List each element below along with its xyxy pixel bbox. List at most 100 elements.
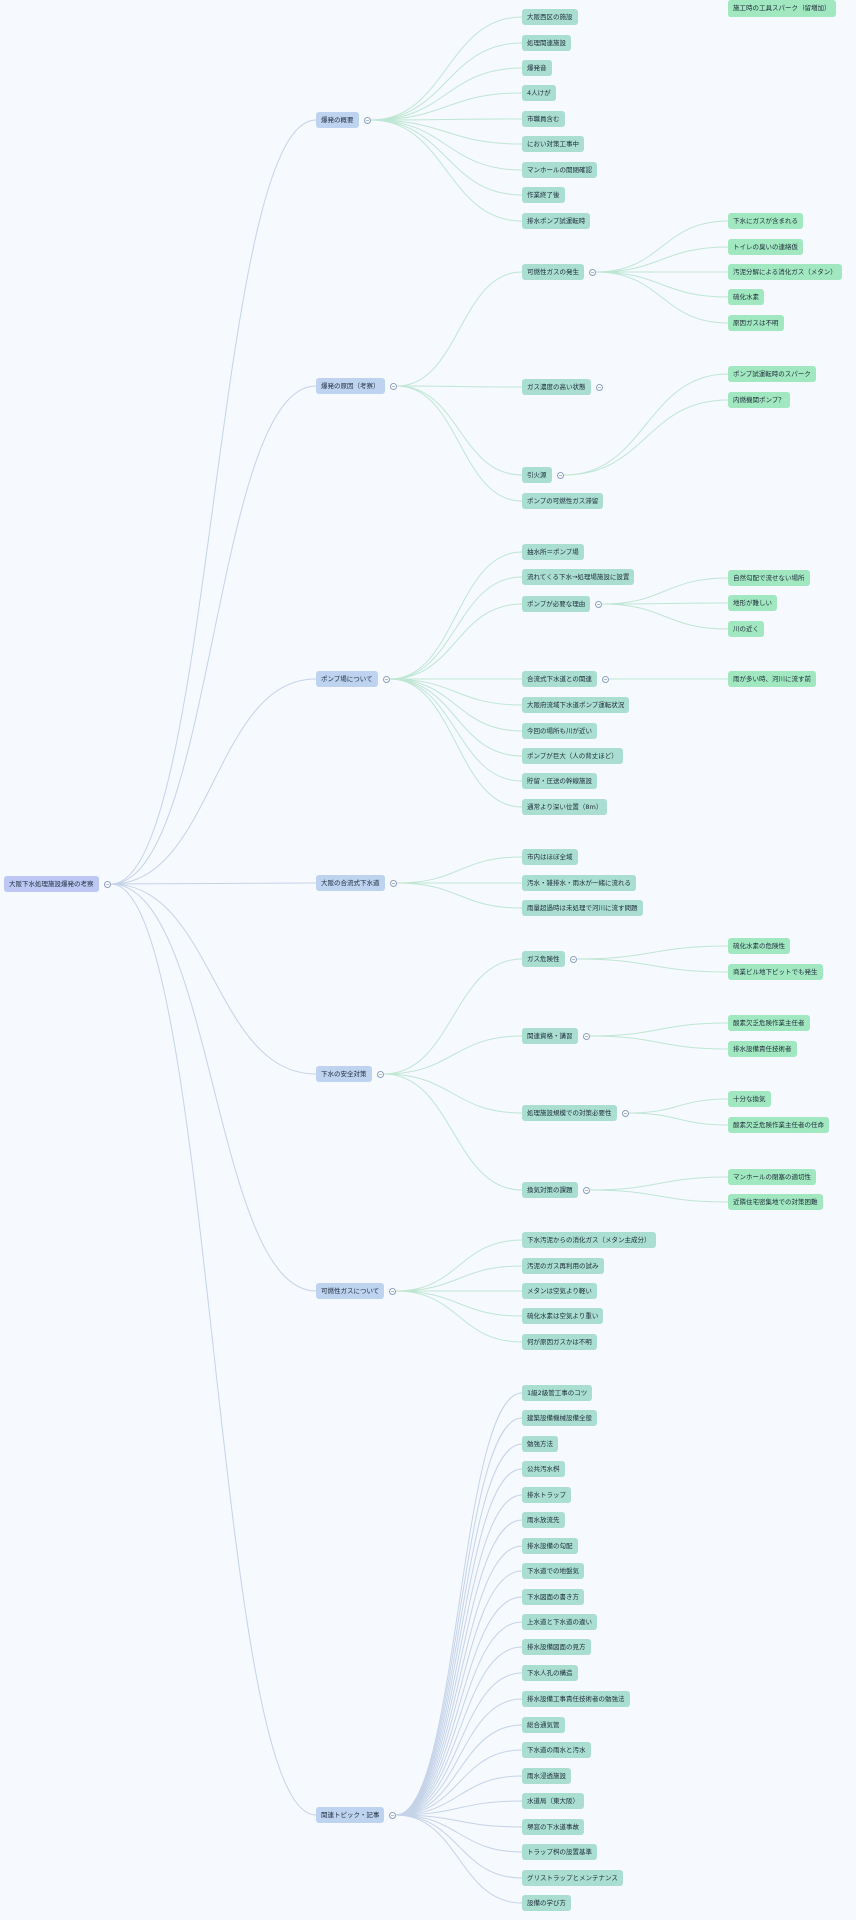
branch-node-2-collapse-toggle[interactable]: − xyxy=(390,382,397,390)
topic-node-6-2[interactable]: 汚泥のガス再利用の試み xyxy=(522,1257,604,1274)
branch-node-7-collapse-toggle[interactable]: − xyxy=(389,1811,396,1819)
topic-node-7-14[interactable]: 総合通気管 xyxy=(522,1716,565,1733)
topic-node-7-21[interactable]: 設備の学び方 xyxy=(522,1894,571,1911)
topic-node-7-17[interactable]: 水道局（東大阪） xyxy=(522,1792,584,1809)
topic-node-7-8[interactable]: 下水道での地盤気 xyxy=(522,1562,584,1579)
topic-node-1-4[interactable]: 4人けが xyxy=(522,84,556,101)
topic-node-1-2[interactable]: 処理関連施設 xyxy=(522,34,571,51)
leaf-node-3-3-2[interactable]: 地形が難しい xyxy=(728,594,777,611)
topic-node-2-2-collapse-toggle[interactable]: − xyxy=(596,383,603,391)
topic-node-1-6[interactable]: におい対策工事中 xyxy=(522,135,584,152)
topic-node-1-8[interactable]: 作業終了後 xyxy=(522,186,565,203)
topic-node-7-4[interactable]: 公共汚水桝 xyxy=(522,1460,565,1477)
topic-node-3-5[interactable]: 大阪府流域下水道ポンプ運転状況 xyxy=(522,696,630,713)
topic-node-2-3[interactable]: 引火源 xyxy=(522,466,552,483)
topic-node-5-1[interactable]: ガス危険性 xyxy=(522,950,565,967)
topic-node-6-3[interactable]: メタンは空気より軽い xyxy=(522,1282,597,1299)
leaf-node-5-3-1[interactable]: 十分な換気 xyxy=(728,1090,771,1107)
topic-node-3-2[interactable]: 流れてくる下水→処理場施設に設置 xyxy=(522,568,635,585)
topic-node-7-3[interactable]: 勉強方法 xyxy=(522,1435,558,1452)
topic-node-6-1[interactable]: 下水汚泥からの消化ガス（メタン主成分） xyxy=(522,1231,656,1248)
topic-node-7-16[interactable]: 雨水浸透施設 xyxy=(522,1767,571,1784)
branch-node-6[interactable]: 可燃性ガスについて xyxy=(316,1282,385,1299)
topic-node-3-7[interactable]: ポンプが巨大（人の背丈ほど） xyxy=(522,747,623,764)
topic-node-5-1-collapse-toggle[interactable]: − xyxy=(570,955,577,963)
topic-node-5-3[interactable]: 処理施設規模での対策必要性 xyxy=(522,1104,617,1121)
topic-node-6-4[interactable]: 硫化水素は空気より重い xyxy=(522,1307,604,1324)
topic-node-7-6[interactable]: 雨水放流先 xyxy=(522,1511,565,1528)
branch-node-7[interactable]: 関連トピック・記事 xyxy=(316,1806,385,1823)
topic-node-3-6[interactable]: 今回の場所も川が近い xyxy=(522,722,597,739)
leaf-node-2-1-2[interactable]: トイレの臭いの連絡仮 xyxy=(728,238,803,255)
topic-node-7-18[interactable]: 堺窓の下水道事故 xyxy=(522,1818,584,1835)
branch-node-3[interactable]: ポンプ場について xyxy=(316,670,378,687)
topic-node-3-3[interactable]: ポンプが必要な理由 xyxy=(522,595,591,612)
topic-node-7-5[interactable]: 排水トラップ xyxy=(522,1486,571,1503)
root-node-collapse-toggle[interactable]: − xyxy=(104,880,111,888)
branch-node-1-collapse-toggle[interactable]: − xyxy=(364,116,371,124)
leaf-node-2-3-2[interactable]: 内燃機関ポンプ？ xyxy=(728,391,790,408)
leaf-node-2-3-3[interactable]: 施工時の工具スパーク xyxy=(728,0,803,17)
topic-node-7-10[interactable]: 上水道と下水道の違い xyxy=(522,1613,597,1630)
topic-node-7-12[interactable]: 下水人孔の構造 xyxy=(522,1664,578,1681)
topic-node-5-2[interactable]: 関連資格・講習 xyxy=(522,1027,578,1044)
topic-node-5-4[interactable]: 換気対策の課題 xyxy=(522,1181,578,1198)
topic-node-3-4-collapse-toggle[interactable]: − xyxy=(602,675,609,683)
leaf-node-2-1-3[interactable]: 汚泥分解による消化ガス（メタン） xyxy=(728,263,842,280)
topic-node-3-9[interactable]: 通常より深い位置（8m） xyxy=(522,798,608,815)
topic-node-7-20[interactable]: グリストラップとメンテナンス xyxy=(522,1869,623,1886)
topic-node-7-9[interactable]: 下水図面の書き方 xyxy=(522,1588,584,1605)
leaf-node-5-4-2[interactable]: 近隣住宅密集地での対策困難 xyxy=(728,1193,823,1210)
branch-node-5-collapse-toggle[interactable]: − xyxy=(377,1070,384,1078)
leaf-node-3-4-1[interactable]: 雨が多い時、河川に流す前 xyxy=(728,670,816,687)
topic-node-7-1[interactable]: 1級2級管工事のコツ xyxy=(522,1384,593,1401)
branch-node-1[interactable]: 爆発の概要 xyxy=(316,111,359,128)
topic-node-2-3-collapse-toggle[interactable]: − xyxy=(557,471,564,479)
topic-node-5-4-collapse-toggle[interactable]: − xyxy=(583,1186,590,1194)
topic-node-2-2[interactable]: ガス濃度の高い状態 xyxy=(522,378,591,395)
leaf-node-3-3-3[interactable]: 川の近く xyxy=(728,620,764,637)
topic-node-4-2[interactable]: 汚水・雑排水・雨水が一緒に流れる xyxy=(522,874,636,891)
leaf-node-5-2-2[interactable]: 排水設備責任技術者 xyxy=(728,1040,797,1057)
topic-node-5-2-collapse-toggle[interactable]: − xyxy=(583,1032,590,1040)
branch-node-5[interactable]: 下水の安全対策 xyxy=(316,1065,372,1082)
topic-node-1-9[interactable]: 排水ポンプ試運転時 xyxy=(522,212,591,229)
topic-node-2-1[interactable]: 可燃性ガスの発生 xyxy=(522,263,584,280)
branch-node-2[interactable]: 爆発の原因（考察） xyxy=(316,377,385,394)
topic-node-7-7[interactable]: 排水設備の勾配 xyxy=(522,1537,578,1554)
leaf-node-5-1-2[interactable]: 商業ビル地下ピットでも発生 xyxy=(728,963,823,980)
leaf-node-2-3-1[interactable]: ポンプ試運転時のスパーク xyxy=(728,365,816,382)
topic-node-7-15[interactable]: 下水道の雨水と汚水 xyxy=(522,1741,591,1758)
topic-node-1-1[interactable]: 大阪西区の施設 xyxy=(522,8,578,25)
root-node[interactable]: 大阪下水処理施設爆発の考察 xyxy=(4,875,99,892)
leaf-node-3-3-1[interactable]: 自然勾配で流せない場所 xyxy=(728,569,810,586)
topic-node-2-1-collapse-toggle[interactable]: − xyxy=(589,268,596,276)
branch-node-4-collapse-toggle[interactable]: − xyxy=(390,879,397,887)
leaf-node-5-3-2[interactable]: 酸素欠乏危険作業主任者の任命 xyxy=(728,1116,829,1133)
topic-node-7-13[interactable]: 排水設備工事責任技術者の勉強法 xyxy=(522,1690,630,1707)
topic-node-5-3-collapse-toggle[interactable]: − xyxy=(622,1109,629,1117)
topic-node-7-11[interactable]: 排水設備図面の見方 xyxy=(522,1638,591,1655)
topic-node-7-19[interactable]: トラップ桝の設置基準 xyxy=(522,1843,597,1860)
topic-node-7-2[interactable]: 建築設備機械設備全般 xyxy=(522,1409,597,1426)
leaf-node-2-1-5[interactable]: 原因ガスは不明 xyxy=(728,314,784,331)
topic-node-3-8[interactable]: 貯留・圧送の幹線施設 xyxy=(522,772,597,789)
leaf-node-2-1-4[interactable]: 硫化水素 xyxy=(728,288,764,305)
topic-node-1-7[interactable]: マンホールの開閉確認 xyxy=(522,161,597,178)
topic-node-1-3[interactable]: 爆発音 xyxy=(522,59,552,76)
topic-node-1-5[interactable]: 市職員含む xyxy=(522,110,565,127)
topic-node-3-1[interactable]: 抽水所＝ポンプ場 xyxy=(522,543,584,560)
topic-node-4-3[interactable]: 雨量超過時は未処理で河川に流す問題 xyxy=(522,899,643,916)
topic-node-3-4[interactable]: 合流式下水道との関連 xyxy=(522,670,597,687)
branch-node-4[interactable]: 大阪の合流式下水道 xyxy=(316,874,385,891)
topic-node-2-4[interactable]: ポンプの可燃性ガス滞留 xyxy=(522,492,604,509)
topic-node-6-5[interactable]: 何が原因ガスかは不明 xyxy=(522,1333,597,1350)
leaf-node-5-1-1[interactable]: 硫化水素の危険性 xyxy=(728,937,790,954)
leaf-node-2-1-1[interactable]: 下水にガスが含まれる xyxy=(728,212,803,229)
topic-node-3-3-collapse-toggle[interactable]: − xyxy=(595,600,602,608)
branch-node-3-collapse-toggle[interactable]: − xyxy=(383,675,390,683)
topic-node-4-1[interactable]: 市内はほぼ全域 xyxy=(522,848,578,865)
leaf-node-5-4-1[interactable]: マンホールの閉塞の適切性 xyxy=(728,1168,816,1185)
leaf-node-5-2-1[interactable]: 酸素欠乏危険作業主任者 xyxy=(728,1014,810,1031)
branch-node-6-collapse-toggle[interactable]: − xyxy=(389,1287,396,1295)
